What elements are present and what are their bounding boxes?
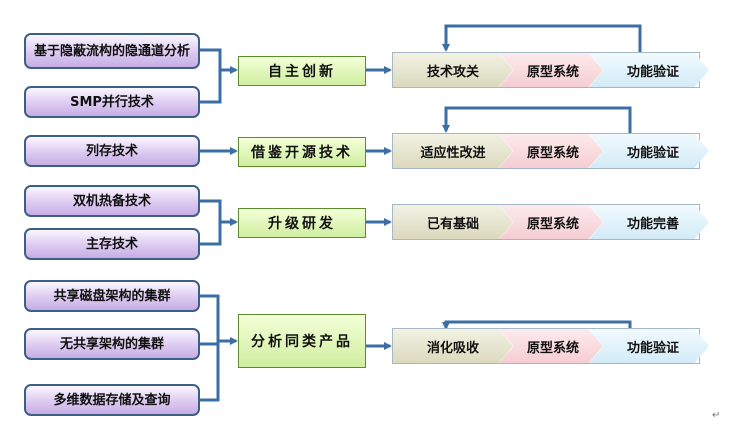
pipeline-3-stage-2: 原型系统: [499, 205, 603, 239]
pipeline-4-stage-1: 消化吸收: [393, 329, 513, 363]
method-box-upgrade: 升级研发: [238, 208, 366, 238]
pipeline-3-stage-3: 功能完善: [589, 205, 709, 239]
pipeline-3-stage-1: 已有基础: [393, 205, 513, 239]
connector-group-1: [200, 48, 236, 104]
pipeline-4-stage-3: 功能验证: [589, 329, 709, 363]
tech-box-shared-nothing: 无共享架构的集群: [24, 328, 200, 360]
tech-box-multidim-storage: 多维数据存储及查询: [24, 384, 200, 416]
method-box-analyze-products: 分析同类产品: [238, 314, 366, 368]
loop-arrow-1: [442, 24, 642, 52]
tech-box-column-store: 列存技术: [24, 135, 200, 167]
tech-box-covert-channel: 基于隐蔽流构的隐通道分析: [24, 33, 200, 69]
pipeline-2-stage-1: 适应性改进: [393, 134, 513, 168]
tech-box-shared-disk: 共享磁盘架构的集群: [24, 280, 200, 312]
pipeline-2-stage-2: 原型系统: [499, 134, 603, 168]
pipeline-2-stage-3: 功能验证: [589, 134, 709, 168]
loop-arrow-4: [442, 320, 632, 330]
pipeline-1-stage-3: 功能验证: [589, 53, 709, 87]
return-mark: ↵: [712, 410, 721, 421]
method-box-independent-innovation: 自主创新: [238, 56, 366, 86]
tech-box-main-memory: 主存技术: [24, 228, 200, 260]
pipeline-4: 消化吸收 原型系统 功能验证: [392, 328, 709, 364]
pipeline-3: 已有基础 原型系统 功能完善: [392, 204, 709, 240]
pipeline-1: 技术攻关 原型系统 功能验证: [392, 52, 709, 88]
pipeline-2: 适应性改进 原型系统 功能验证: [392, 133, 709, 169]
connector-group-3: [200, 199, 236, 246]
pipeline-4-stage-2: 原型系统: [499, 329, 603, 363]
tech-box-hot-standby: 双机热备技术: [24, 185, 200, 217]
tech-box-smp: SMP并行技术: [24, 86, 200, 118]
loop-arrow-2: [442, 106, 632, 133]
pipeline-1-stage-1: 技术攻关: [393, 53, 513, 87]
method-box-open-source: 借鉴开源技术: [238, 137, 366, 167]
connector-group-4: [200, 294, 236, 402]
pipeline-1-stage-2: 原型系统: [499, 53, 603, 87]
